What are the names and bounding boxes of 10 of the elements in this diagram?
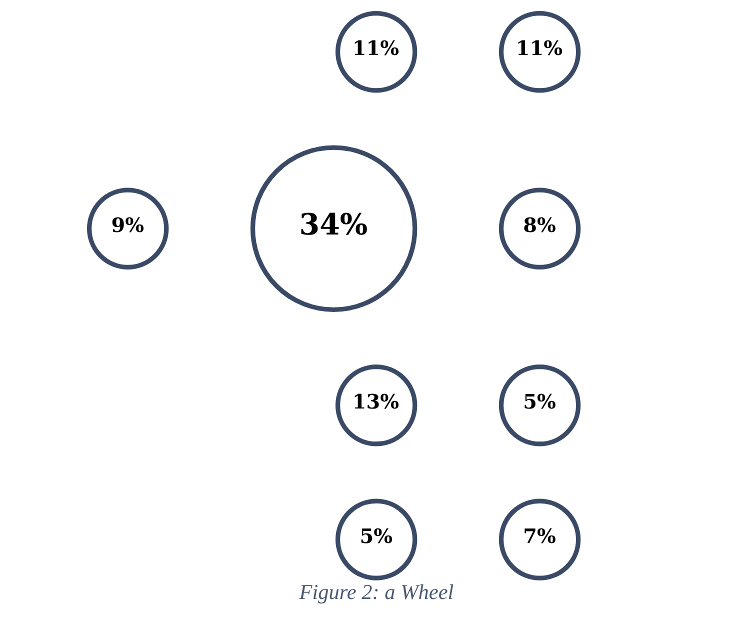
node-circle: 13%: [334, 364, 417, 446]
node-circle: 34%: [250, 145, 417, 312]
node-circle: 9%: [86, 188, 168, 270]
caption: Figure 2: a Wheel: [298, 580, 454, 604]
node-circle: 11%: [498, 11, 580, 93]
node-circle: 7%: [498, 498, 580, 580]
node-circle: 8%: [498, 188, 580, 270]
node-circle: 5%: [498, 364, 580, 446]
node-circle: 5%: [334, 498, 417, 580]
node-circle: 11%: [334, 11, 417, 93]
